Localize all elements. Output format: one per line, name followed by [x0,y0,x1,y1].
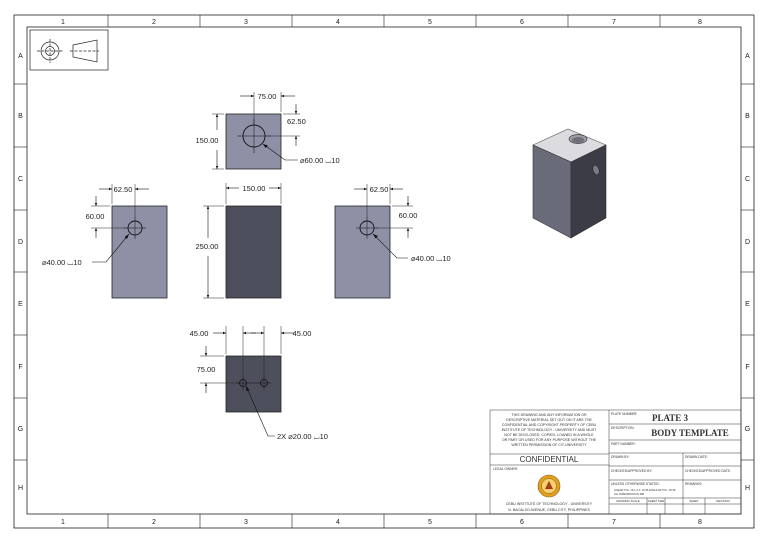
description: BODY TEMPLATE [651,428,729,438]
top-view: 75.00 62.50 150.00 ⌀60.00 ⌴10 [196,92,340,170]
col-label-bottom: 7 [612,519,616,526]
legal-owner-label: LEGAL OWNER: [493,467,518,471]
col-label-bottom: 2 [152,519,156,526]
col-label-top: 7 [612,19,616,26]
institution-address: N. BACALSO AVENUE, CEBU CITY, PHILIPPINE… [508,508,590,512]
unless-stated-label: UNLESS OTHERWISE STATED: [611,482,659,486]
revision-label: REVISION [716,499,729,503]
plate-number-label: PLATE NUMBER: [611,412,637,416]
row-label-right: C [745,176,750,183]
left-view-face [111,205,168,299]
units-note: ALL DIMENSIONS IN MM [614,492,644,496]
drawn-date-label: DRAWN DATE: [685,455,708,459]
row-label-right: G [745,426,750,433]
col-label-bottom: 8 [698,519,702,526]
confidential-label: CONFIDENTIAL [520,455,579,464]
dim-right-hole-offset-y: 60.00 [399,211,418,220]
notice-line: INSTITUTE OF TECHNOLOGY - UNIVERSITY AND… [502,428,598,432]
dim-front-height: 250.00 [196,242,219,251]
right-view-face [334,205,391,299]
row-label-left: H [18,485,23,492]
dim-left-hole-offset-y: 60.00 [86,212,105,221]
sheet-label: SHEET [689,499,699,503]
front-view: 150.00 250.00 [196,183,282,299]
dim-left-hole-offset-x: 62.50 [114,185,133,194]
dim-right-hole: ⌀40.00 ⌴10 [411,254,451,263]
row-label-left: F [18,364,22,371]
part-number-label: PART NUMBER: [611,442,636,446]
col-label-bottom: 6 [520,519,524,526]
dim-bottom-right-offset: 45.00 [293,329,312,338]
dim-top-hole-offset: 62.50 [287,117,306,126]
col-label-top: 2 [152,19,156,26]
col-label-top: 3 [244,19,248,26]
drawing-scale-label: DRAWING SCALE [616,499,639,503]
col-label-top: 4 [336,19,340,26]
top-view-face [225,113,282,170]
dim-right-hole-offset-x: 62.50 [370,185,389,194]
plate-number: PLATE 3 [652,413,689,423]
left-view: 62.50 60.00 ⌀40.00 ⌴10 [42,184,168,299]
col-label-bottom: 5 [428,519,432,526]
row-label-right: D [745,239,750,246]
projection-symbol-icon [29,29,109,71]
notice-line: OR PART OR USED FOR ANY PURPOSE WITHOUT … [502,438,597,442]
row-label-left: G [18,426,23,433]
zone-ticks [14,15,754,528]
dim-front-width: 150.00 [243,184,266,193]
right-view: 62.50 60.00 ⌀40.00 ⌴10 [334,184,451,299]
checked-date-label: CHECKED/APPROVED DATE: [685,469,731,473]
notice-line: DESCRIPTIVE MATERIAL SET OUT ON IT ARE T… [506,418,592,422]
row-label-left: B [18,113,23,120]
col-label-bottom: 3 [244,519,248,526]
notice-line: WRITTEN PERMISSION OF CIT-UNIVERSITY [511,443,587,447]
drawn-by-label: DRAWN BY: [611,455,629,459]
sheet-size-label: SHEET SIZE [648,499,664,503]
col-label-top: 8 [698,19,702,26]
dim-bottom-vertical: 75.00 [197,365,216,374]
row-label-left: E [18,301,23,308]
row-label-left: C [18,176,23,183]
remarks-label: REMARKS: [685,482,702,486]
notice-line: CONFIDENTIAL AND COPYRIGHT PROPERTY OF C… [502,423,597,427]
tolerance-note: LINEAR TOL: ±0.1 X.X: ±0.05 ANGULAR TOL:… [614,488,676,492]
col-label-top: 5 [428,19,432,26]
row-label-right: A [745,53,750,60]
notice-line: THIS DRAWING AND ANY INFORMATION OR [511,413,587,417]
description-label: DESCRIPTION: [611,426,635,430]
notice-line: NOT BE DISCLOSED, COPIED, LOANED IN A WH… [504,433,594,437]
institution-name: CEBU INSTITUTE OF TECHNOLOGY - UNIVERSIT… [506,502,593,506]
iso-side-hole [592,164,600,176]
col-label-bottom: 1 [61,519,65,526]
col-label-top: 6 [520,19,524,26]
dim-bottom-holes: 2X ⌀20.00 ⌴10 [277,432,328,441]
isometric-view [532,128,607,239]
row-label-left: A [18,53,23,60]
front-view-face [225,205,282,299]
dim-top-width: 75.00 [258,92,277,101]
dim-top-hole: ⌀60.00 ⌴10 [300,156,340,165]
col-label-bottom: 4 [336,519,340,526]
row-label-right: F [745,364,749,371]
dim-left-hole: ⌀40.00 ⌴10 [42,258,82,267]
checked-by-label: CHECKED/APPROVED BY: [611,469,652,473]
university-seal-icon [537,474,561,498]
bottom-view: 45.00 45.00 75.00 2X ⌀20.00 ⌴10 [190,326,328,441]
row-label-left: D [18,239,23,246]
row-label-right: H [745,485,750,492]
row-label-right: B [745,113,750,120]
row-label-right: E [745,301,750,308]
title-block [489,409,742,515]
col-label-top: 1 [61,19,65,26]
dim-top-height: 150.00 [196,136,219,145]
dim-bottom-left-offset: 45.00 [190,329,209,338]
